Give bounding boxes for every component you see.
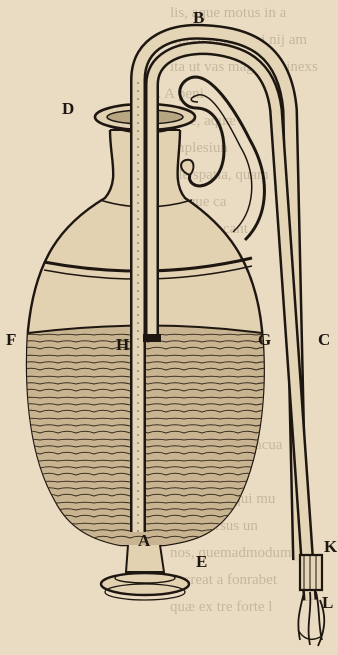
label-h: H	[116, 335, 129, 354]
label-f: F	[6, 330, 16, 349]
siphon-outlet	[300, 555, 322, 590]
label-a: A	[138, 531, 151, 550]
liquid-fill	[20, 320, 280, 550]
water-stream	[298, 592, 324, 646]
label-d: D	[62, 99, 74, 118]
label-l: L	[322, 593, 333, 612]
label-e: E	[196, 552, 207, 571]
label-b: B	[193, 8, 204, 27]
label-k: K	[324, 537, 338, 556]
label-g: G	[258, 330, 271, 349]
label-c: C	[318, 330, 330, 349]
